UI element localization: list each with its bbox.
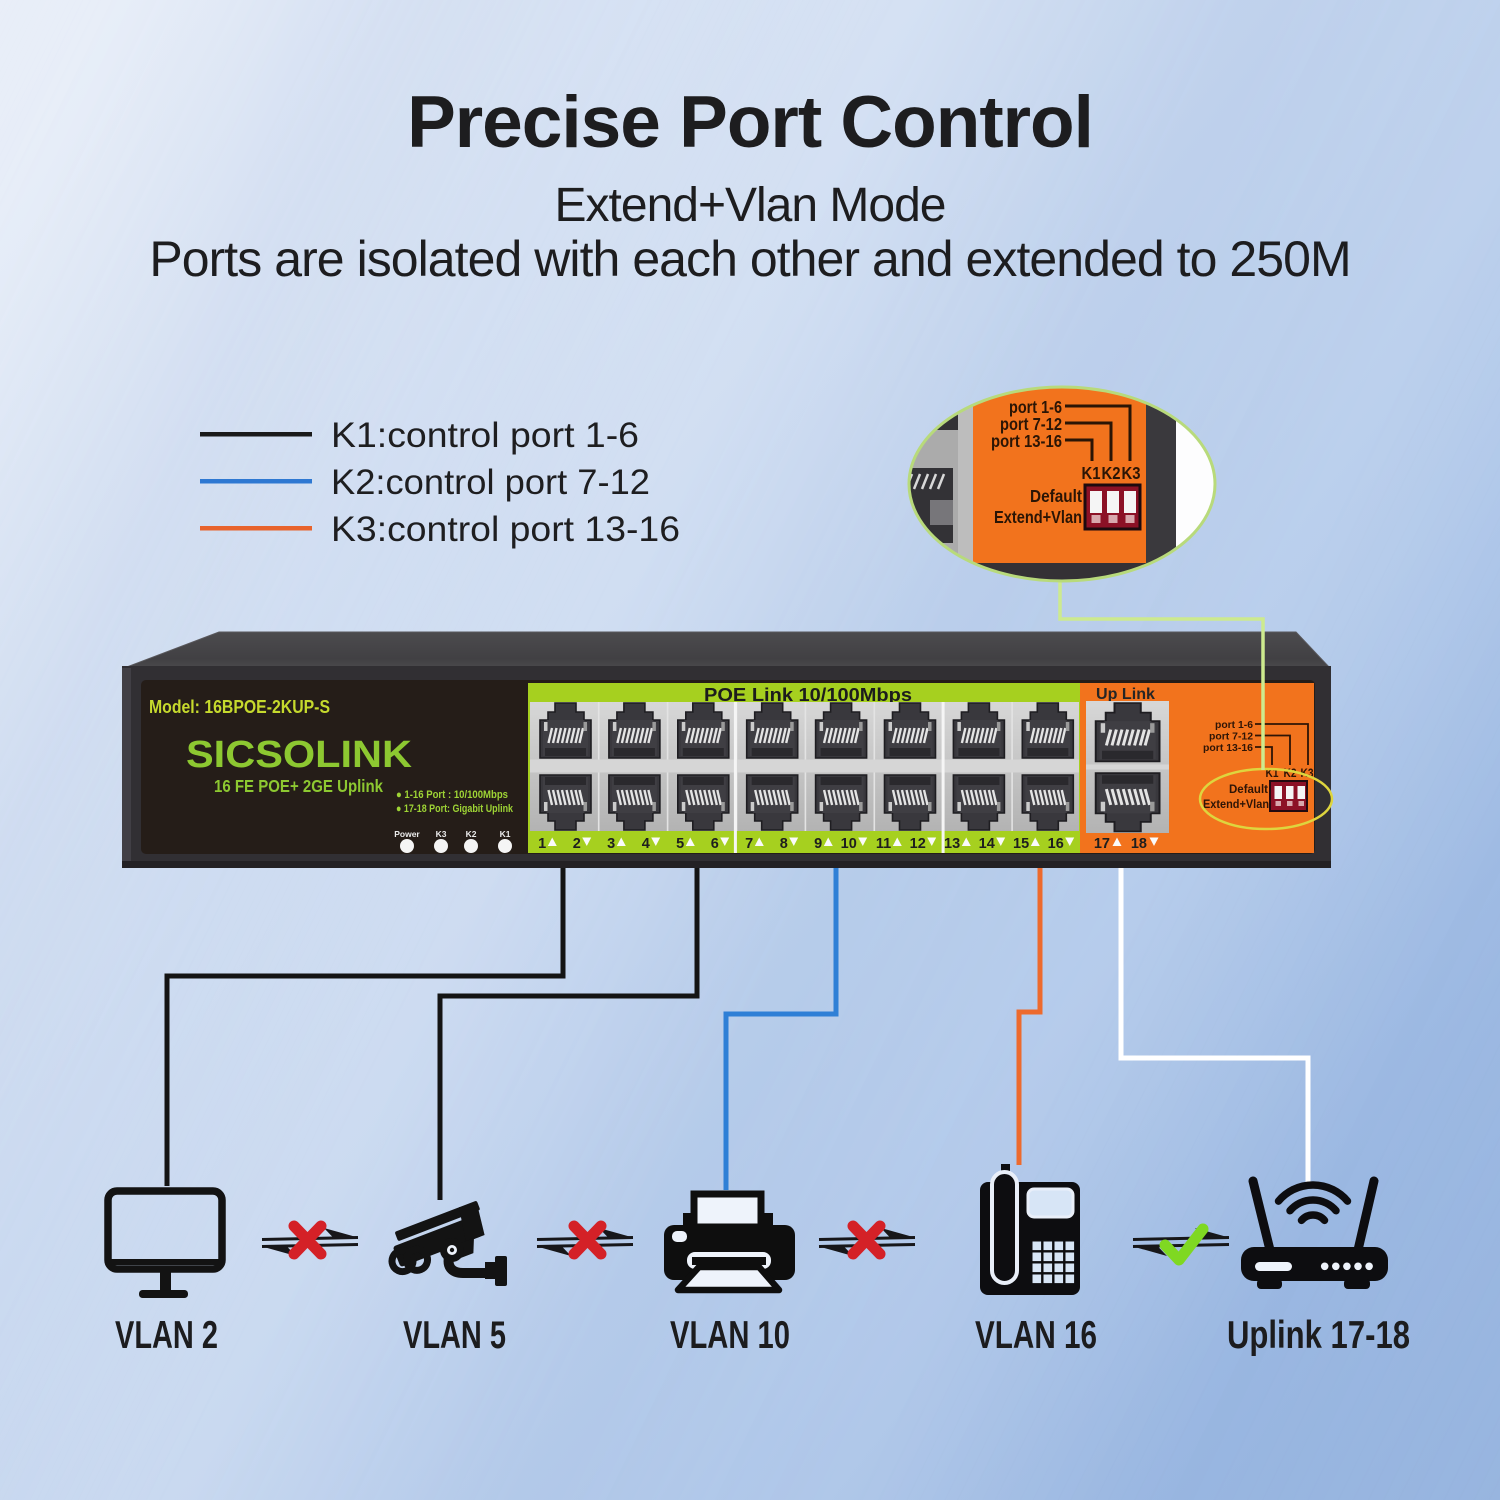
svg-text:VLAN 2: VLAN 2 — [115, 1314, 218, 1357]
svg-text:● 17-18 Port: Gigabit Uplink: ● 17-18 Port: Gigabit Uplink — [396, 803, 514, 815]
svg-text:VLAN 16: VLAN 16 — [975, 1314, 1097, 1357]
svg-text:Uplink 17-18: Uplink 17-18 — [1227, 1314, 1410, 1357]
svg-text:port 1-6: port 1-6 — [1215, 719, 1253, 731]
svg-text:VLAN 5: VLAN 5 — [403, 1314, 506, 1357]
svg-text:Extend+Vlan: Extend+Vlan — [994, 507, 1082, 527]
svg-text:3: 3 — [607, 836, 615, 852]
svg-text:6: 6 — [711, 836, 719, 852]
svg-text:16 FE POE+ 2GE Uplink: 16 FE POE+ 2GE Uplink — [214, 776, 383, 796]
svg-text:13: 13 — [944, 836, 960, 852]
svg-text:16: 16 — [1048, 836, 1064, 852]
svg-text:K3:control port 13-16: K3:control port 13-16 — [331, 509, 680, 549]
svg-text:4: 4 — [642, 836, 650, 852]
svg-text:17: 17 — [1094, 836, 1110, 852]
svg-text:15: 15 — [1013, 836, 1029, 852]
svg-text:18: 18 — [1131, 836, 1147, 852]
svg-text:VLAN 10: VLAN 10 — [670, 1314, 790, 1357]
svg-text:12: 12 — [910, 836, 926, 852]
svg-text:SICSOLINK: SICSOLINK — [186, 734, 413, 776]
svg-text:Power: Power — [394, 829, 420, 839]
svg-text:Extend+Vlan: Extend+Vlan — [1203, 799, 1269, 811]
svg-text:K3: K3 — [1122, 463, 1141, 483]
svg-text:Up Link: Up Link — [1096, 686, 1155, 703]
svg-text:K1: K1 — [1082, 463, 1101, 483]
svg-text:7: 7 — [745, 836, 753, 852]
svg-text:10: 10 — [841, 836, 857, 852]
svg-text:port 7-12: port 7-12 — [1209, 731, 1253, 743]
svg-text:14: 14 — [979, 836, 995, 852]
svg-text:K1: K1 — [1266, 768, 1280, 780]
svg-text:K2: K2 — [466, 829, 477, 839]
svg-text:POE Link 10/100Mbps: POE Link 10/100Mbps — [704, 685, 912, 705]
svg-text:2: 2 — [573, 836, 581, 852]
svg-text:K1:control port 1-6: K1:control port 1-6 — [331, 415, 639, 455]
svg-text:8: 8 — [780, 836, 788, 852]
svg-text:5: 5 — [676, 836, 684, 852]
svg-text:port 7-12: port 7-12 — [1000, 414, 1062, 434]
svg-text:1: 1 — [538, 836, 546, 852]
svg-text:Default: Default — [1229, 784, 1268, 796]
svg-text:Default: Default — [1030, 486, 1082, 506]
svg-text:11: 11 — [876, 836, 891, 852]
svg-text:● 1-16 Port : 10/100Mbps: ● 1-16 Port : 10/100Mbps — [396, 789, 508, 801]
svg-text:K1: K1 — [500, 829, 511, 839]
svg-text:port 13-16: port 13-16 — [991, 431, 1062, 451]
svg-text:9: 9 — [814, 836, 822, 852]
svg-text:port 1-6: port 1-6 — [1009, 397, 1062, 417]
svg-text:K2:control port 7-12: K2:control port 7-12 — [331, 462, 650, 502]
svg-text:K2: K2 — [1102, 463, 1121, 483]
svg-text:Model: 16BPOE-2KUP-S: Model: 16BPOE-2KUP-S — [149, 697, 330, 717]
svg-text:K3: K3 — [436, 829, 447, 839]
svg-text:port 13-16: port 13-16 — [1203, 742, 1253, 754]
